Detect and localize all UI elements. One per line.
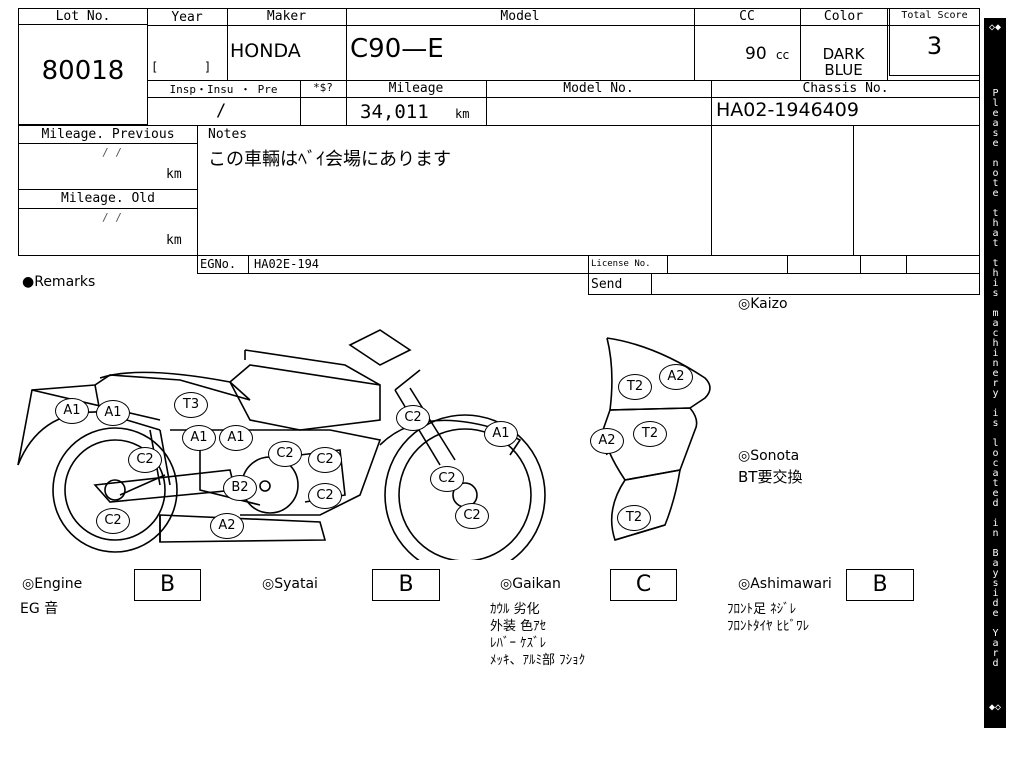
remarks-label: ●Remarks xyxy=(22,274,96,290)
damage-mark: A1 xyxy=(219,425,253,451)
model-label: Model xyxy=(500,9,540,24)
damage-mark: C2 xyxy=(128,447,162,473)
damage-marks-side: A1 A1 T3 A1 A1 C2 C2 C2 B2 C2 C2 A1 C2 C… xyxy=(0,0,518,539)
damage-mark: A2 xyxy=(659,364,693,390)
mileage-prev-unit: km xyxy=(166,167,182,182)
mileage-old-label: Mileage. Old xyxy=(61,191,155,206)
gaikan-label: ◎Gaikan xyxy=(500,576,561,592)
banner-diamond-top: ◇◆ xyxy=(988,22,1002,33)
chassis-value: HA02-1946409 xyxy=(716,99,859,121)
mileage-label: Mileage xyxy=(388,81,444,96)
gaikan-notes: ｶｳﾙ 劣化 外装 色ｱｾ ﾚﾊﾞｰ ｹｽﾞﾚ ﾒｯｷ、ｱﾙﾐ部 ﾌｼｮｸ xyxy=(490,602,586,668)
damage-mark: A2 xyxy=(210,513,244,539)
mileage-prev-date: / / xyxy=(102,146,122,159)
engine-grade: B xyxy=(134,569,201,601)
kaizo-label: ◎Kaizo xyxy=(738,296,788,312)
damage-mark: T3 xyxy=(174,392,208,418)
license-label: License No. xyxy=(591,259,651,269)
score-value: 3 xyxy=(926,32,943,60)
notes-value: この車輛はﾍﾞｲ会場にあります xyxy=(208,149,451,170)
notes-label: Notes xyxy=(208,127,248,142)
mileage-unit: km xyxy=(455,107,470,121)
cc-unit: cc xyxy=(776,48,790,62)
ashimawari-grade: B xyxy=(846,569,914,601)
syatai-label: ◎Syatai xyxy=(262,576,318,592)
ashimawari-notes: ﾌﾛﾝﾄ足 ﾈｼﾞﾚ ﾌﾛﾝﾄﾀｲﾔ ﾋﾋﾞﾜﾚ xyxy=(727,602,810,634)
cc-label: CC xyxy=(739,9,755,24)
mileage-old-unit: km xyxy=(166,233,182,248)
damage-mark: C2 xyxy=(96,508,130,534)
damage-mark: T2 xyxy=(618,374,652,400)
ashimawari-label: ◎Ashimawari xyxy=(738,576,832,592)
insp-label: Insp・Insu ・ Pre xyxy=(169,83,278,96)
damage-mark: A2 xyxy=(590,428,624,454)
damage-mark: A1 xyxy=(182,425,216,451)
model-value: C90—E xyxy=(350,34,444,64)
damage-mark: C2 xyxy=(268,441,302,467)
damage-mark: C2 xyxy=(396,405,430,431)
chassis-label: Chassis No. xyxy=(802,81,889,96)
damage-mark: T2 xyxy=(617,505,651,531)
damage-mark: C2 xyxy=(430,466,464,492)
maker-value: HONDA xyxy=(230,40,301,62)
damage-mark: A1 xyxy=(96,400,130,426)
dollar-label: *$? xyxy=(313,81,333,94)
color-value-1: DARK xyxy=(822,45,865,63)
location-banner: ◇◆ Please note that this machinery is lo… xyxy=(984,18,1006,728)
sonota-label: ◎Sonota xyxy=(738,448,800,464)
banner-text: Please note that this machinery is locat… xyxy=(990,88,1001,668)
insp-value: / xyxy=(216,101,227,121)
send-label: Send xyxy=(591,277,623,292)
mileage-old-date: / / xyxy=(102,211,122,224)
lot-number: 80018 xyxy=(41,56,125,86)
damage-marks-fairing: A2 T2 A2 T2 T2 xyxy=(0,0,693,531)
mileage-prev-label: Mileage. Previous xyxy=(41,127,175,142)
color-label: Color xyxy=(823,9,864,24)
syatai-grade: B xyxy=(372,569,440,601)
mileage-value: 34,011 xyxy=(360,101,429,123)
year-bracket-close: ] xyxy=(204,60,212,74)
damage-mark: A1 xyxy=(55,398,89,424)
model-no-label: Model No. xyxy=(563,81,634,96)
eg-label: EGNo. xyxy=(200,257,237,271)
damage-mark: C2 xyxy=(308,483,342,509)
score-box xyxy=(889,8,980,76)
cc-value: 90 xyxy=(745,44,767,64)
color-value-2: BLUE xyxy=(824,61,863,79)
lot-label: Lot No. xyxy=(55,9,111,24)
damage-mark: C2 xyxy=(308,447,342,473)
gaikan-grade: C xyxy=(610,569,677,601)
eg-value: HA02E-194 xyxy=(254,257,320,271)
banner-diamond-bottom: ◆◇ xyxy=(988,702,1002,713)
damage-mark: B2 xyxy=(223,475,257,501)
send-row xyxy=(588,273,980,295)
score-label: Total Score xyxy=(901,10,968,21)
engine-notes: EG 音 xyxy=(20,601,59,617)
damage-mark: C2 xyxy=(455,503,489,529)
maker-label: Maker xyxy=(266,9,307,24)
year-bracket-open: [ xyxy=(151,60,159,74)
damage-mark: T2 xyxy=(633,421,667,447)
year-label: Year xyxy=(171,10,203,25)
motorcycle-diagram xyxy=(17,329,546,560)
engine-label: ◎Engine xyxy=(22,576,83,592)
sonota-value: BT要交換 xyxy=(738,468,803,486)
damage-mark: A1 xyxy=(484,421,518,447)
